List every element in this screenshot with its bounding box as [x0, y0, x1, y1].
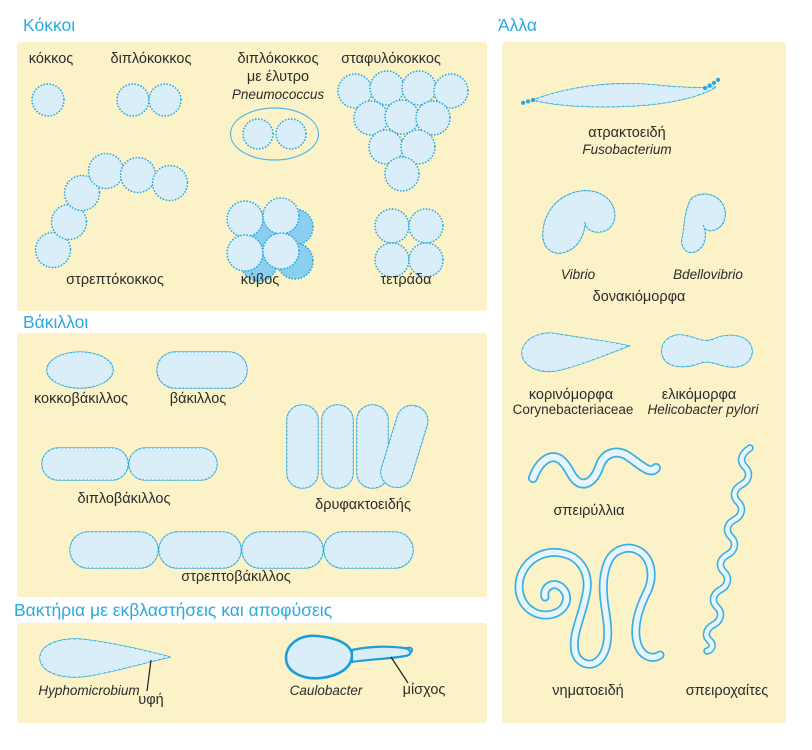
bacillus-figure [155, 350, 249, 390]
label-club-shaped: κορινόμορφα [528, 387, 614, 403]
label-cube: κύβος [240, 272, 280, 288]
bdellovibrio-figure [680, 192, 727, 254]
hypha-pointer-line [146, 659, 152, 692]
section-title-budding: Βακτήρια με εκβλαστήσεις και αποφύσεις [14, 600, 333, 620]
label-vibrio: Vibrio [560, 267, 596, 282]
coccobacillus-figure [45, 350, 115, 390]
diplobacillus-figure [40, 446, 219, 482]
section-title-other: Άλλα [498, 15, 538, 35]
label-bdellovibrio: Bdellovibrio [673, 267, 743, 282]
spirochete-figure [702, 444, 754, 655]
label-comma-shaped: δονακιόμορφα [592, 289, 686, 305]
label-spindle: ατρακτοειδή [588, 125, 666, 141]
helicobacter-figure [662, 335, 752, 367]
label-fusobacterium: Fusobacterium [582, 142, 672, 157]
label-bacillus: βάκιλλος [169, 391, 227, 407]
streptococcus-figure [34, 152, 189, 269]
label-hyphomicrobium: Hyphomicrobium [38, 683, 140, 698]
label-coccus: κόκκος [28, 51, 74, 67]
diplococcus-capsule-figure [229, 107, 320, 161]
label-helical: ελικόμορφα [661, 387, 737, 403]
coccus-figure [31, 83, 65, 117]
label-diplococcus-capsule-line2: με έλυτρο [246, 69, 310, 85]
label-diplococcus-capsule-line1: διπλόκοκκος [237, 51, 319, 67]
label-filamentous: νηματοειδή [552, 683, 624, 699]
vibrio-figure [541, 189, 617, 255]
section-title-bacilli: Βάκιλλοι [23, 312, 89, 332]
fusobacterium-figure [516, 75, 723, 107]
label-streptobacillus: στρεπτοβάκιλλος [181, 569, 291, 585]
streptobacillus-figure [68, 530, 415, 570]
hyphomicrobium-figure [40, 639, 170, 677]
label-pneumococcus: Pneumococcus [231, 87, 325, 102]
stalk-pointer-line [390, 656, 409, 684]
label-helicobacter: Helicobacter pylori [647, 402, 759, 417]
label-coccobacillus: κοκκοβάκιλλος [33, 391, 129, 407]
tetrad-figure [374, 208, 444, 278]
diplococcus-figure [116, 83, 182, 117]
label-streptococcus: στρεπτόκοκκος [66, 272, 164, 288]
palisade-figure [285, 400, 434, 493]
label-palisade: δρυφακτοειδής [315, 497, 411, 513]
label-caulobacter: Caulobacter [289, 683, 363, 698]
filamentous-figure [514, 543, 665, 669]
label-diplobacillus: διπλοβάκιλλος [77, 491, 171, 507]
label-hypha: υφή [138, 692, 164, 708]
label-staphylococcus: σταφυλόκοκκος [341, 51, 441, 67]
label-spirilla: σπειρύλλια [553, 503, 625, 519]
section-title-cocci: Κόκκοι [23, 15, 76, 35]
label-spirochetes: σπειροχαίτες [685, 683, 769, 699]
staphylococcus-figure [337, 70, 469, 192]
label-diplococcus: διπλόκοκκος [110, 51, 192, 67]
caulobacter-figure [284, 634, 414, 680]
label-corynebacteriaceae: Corynebacteriaceae [512, 402, 634, 417]
corynebacteria-figure [522, 333, 632, 371]
label-stalk: μίσχος [402, 682, 446, 698]
label-tetrad: τετράδα [380, 272, 432, 288]
spirilla-figure [528, 447, 661, 489]
cube-figure [226, 197, 314, 282]
